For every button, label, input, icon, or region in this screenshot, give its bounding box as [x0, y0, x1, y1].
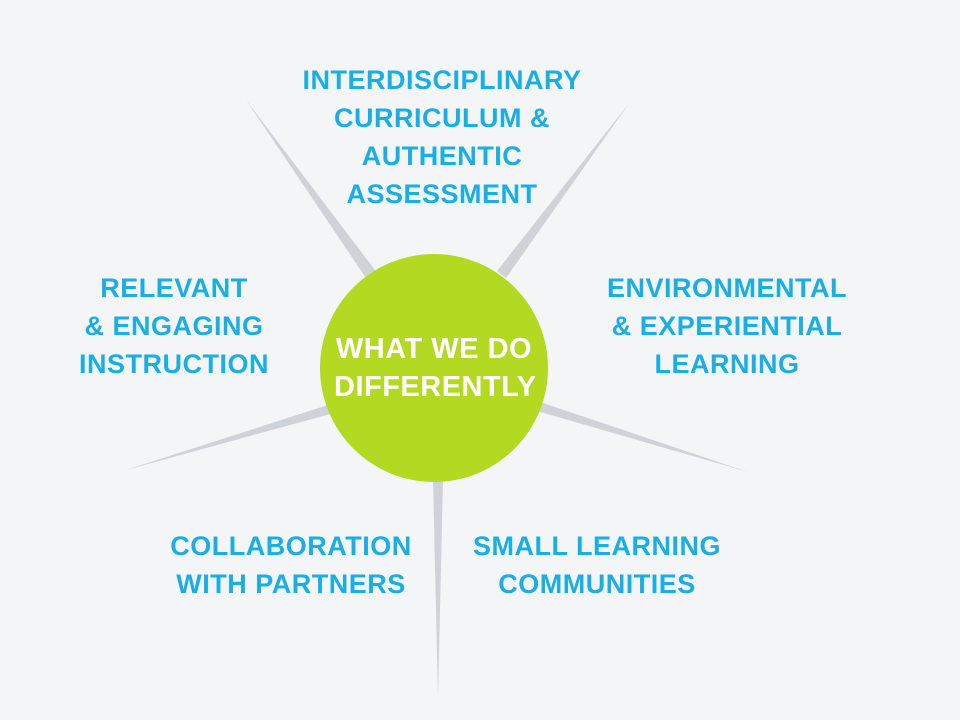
spoke-left	[126, 404, 334, 470]
spoke-bottom	[433, 480, 443, 698]
spoke-upper-left	[246, 100, 378, 281]
center-hub: WHAT WE DO DIFFERENTLY	[320, 254, 548, 482]
hub-label: WHAT WE DO DIFFERENTLY	[334, 333, 537, 403]
spoke-upper-right	[497, 102, 630, 278]
node-label-relevant: RELEVANT & ENGAGING INSTRUCTION	[79, 273, 269, 379]
node-label-environmental: ENVIRONMENTAL & EXPERIENTIAL LEARNING	[607, 273, 847, 379]
spoke-right	[537, 402, 748, 472]
node-label-collaboration: COLLABORATION WITH PARTNERS	[170, 531, 412, 599]
node-label-interdisciplinary: INTERDISCIPLINARY CURRICULUM & AUTHENTIC…	[302, 65, 582, 209]
node-label-small-learning: SMALL LEARNING COMMUNITIES	[473, 531, 721, 599]
